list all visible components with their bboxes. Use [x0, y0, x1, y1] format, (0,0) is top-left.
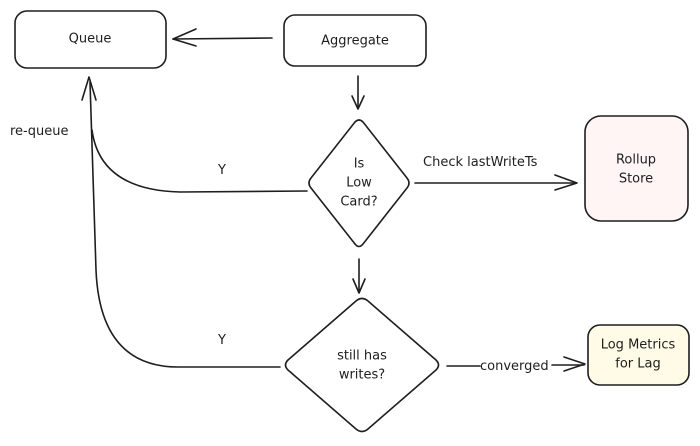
- edge-aggregate-to-queue-line: [172, 37, 273, 40]
- is-low-card-decision[interactable]: Is Low Card?: [308, 119, 410, 248]
- edge-lowcard-to-rollup[interactable]: Check lastWriteTs: [414, 155, 578, 191]
- log-metrics-node[interactable]: Log Metrics for Lag: [587, 324, 690, 386]
- log-metrics-bg: [588, 325, 689, 385]
- edge-writes-to-log[interactable]: converged: [446, 356, 586, 374]
- is-low-card-label-line-2: Low: [346, 176, 372, 191]
- queue-node[interactable]: Queue: [14, 10, 167, 69]
- still-has-writes-label-line-2: writes?: [339, 368, 385, 383]
- log-metrics-label-line-1: Log Metrics: [601, 338, 676, 353]
- log-metrics-label-line-2: for Lag: [615, 357, 660, 372]
- is-low-card-label-line-3: Card?: [340, 195, 377, 210]
- rollup-store-label-line-2: Store: [619, 172, 653, 187]
- still-has-writes-shape: [284, 297, 440, 433]
- is-low-card-label-line-1: Is: [354, 157, 365, 172]
- log-metrics-shape: [587, 324, 690, 386]
- rollup-store-bg: [585, 116, 688, 221]
- arrowhead-icon: [563, 356, 586, 372]
- queue-label: Queue: [69, 32, 112, 47]
- aggregate-label: Aggregate: [321, 34, 389, 49]
- edge-aggregate-to-lowcard[interactable]: [351, 75, 365, 110]
- arrowhead-icon: [351, 95, 365, 110]
- arrowhead-icon: [81, 76, 97, 101]
- rollup-store-shape: [584, 115, 689, 222]
- queue-shape: [14, 10, 167, 69]
- rollup-store-label-line-1: Rollup: [616, 153, 656, 168]
- arrowhead-icon: [352, 278, 366, 294]
- edge-lowcard-to-rollup-label: Check lastWriteTs: [423, 155, 538, 170]
- edge-requeue-label: re-queue: [10, 124, 68, 139]
- is-low-card-shape: [308, 119, 410, 248]
- edge-lowcard-yes-line: [91, 129, 308, 193]
- edge-lowcard-yes[interactable]: Y: [91, 129, 308, 193]
- still-has-writes-label-line-1: still has: [337, 349, 387, 364]
- edge-aggregate-to-queue[interactable]: [172, 28, 273, 47]
- edge-lowcard-yes-label: Y: [217, 163, 226, 178]
- rollup-store-node[interactable]: Rollup Store: [584, 115, 689, 222]
- edge-writes-yes-line: [89, 81, 281, 368]
- edge-lowcard-to-writes[interactable]: [352, 258, 366, 294]
- edge-writes-yes[interactable]: Y re-queue: [10, 76, 281, 368]
- arrowhead-icon: [172, 28, 197, 47]
- edge-writes-to-log-label: converged: [480, 359, 549, 374]
- edge-writes-yes-label: Y: [217, 333, 226, 348]
- arrowhead-icon: [554, 174, 578, 191]
- aggregate-shape: [283, 14, 427, 67]
- aggregate-node[interactable]: Aggregate: [283, 14, 427, 67]
- still-has-writes-decision[interactable]: still has writes?: [284, 297, 440, 433]
